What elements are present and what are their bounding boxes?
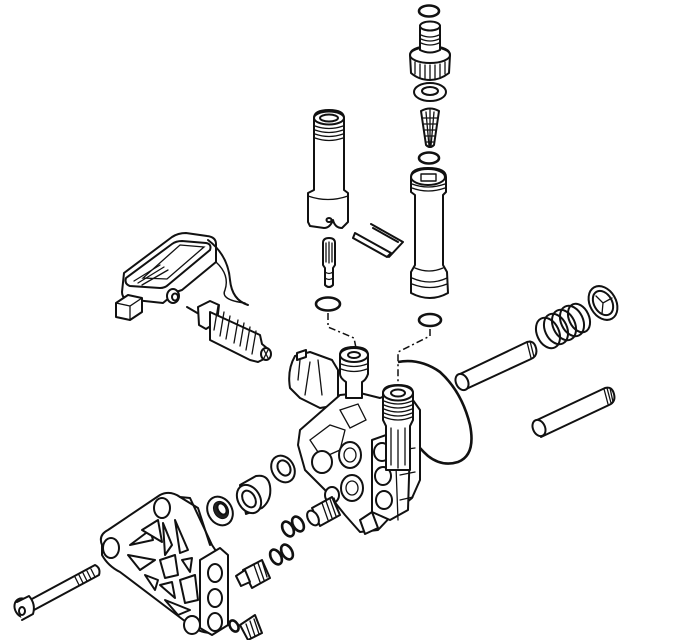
seal-3 [206, 495, 234, 527]
inlet-pipe [410, 167, 449, 299]
piston-2 [531, 386, 616, 438]
pump-manifold [288, 346, 421, 535]
outlet-centerline [327, 313, 357, 349]
mounting-bolt [13, 564, 101, 621]
seal-2 [235, 474, 272, 515]
spring-retainer [587, 285, 619, 321]
top-oring [417, 4, 441, 18]
outlet-oring [314, 296, 342, 312]
unloader-spool [186, 300, 272, 363]
piston-1 [454, 340, 538, 392]
check-valve-2 [235, 559, 271, 589]
quick-connect-inlet [409, 20, 451, 81]
outlet-nipple [322, 237, 336, 288]
check-valve-1 [306, 496, 341, 527]
outlet-pipe [307, 109, 349, 229]
inlet-centerline [397, 329, 431, 388]
mounting-bracket [99, 491, 229, 636]
piston-spring [534, 302, 592, 350]
thermal-relief [115, 232, 249, 321]
seal-1 [270, 454, 296, 484]
inlet-oring-2 [417, 151, 441, 165]
inlet-washer [413, 82, 447, 102]
small-fitting [228, 614, 263, 640]
valve-orings [268, 515, 306, 566]
inlet-oring-3 [417, 312, 443, 328]
retaining-clip [352, 223, 404, 258]
inlet-filter [420, 107, 440, 148]
